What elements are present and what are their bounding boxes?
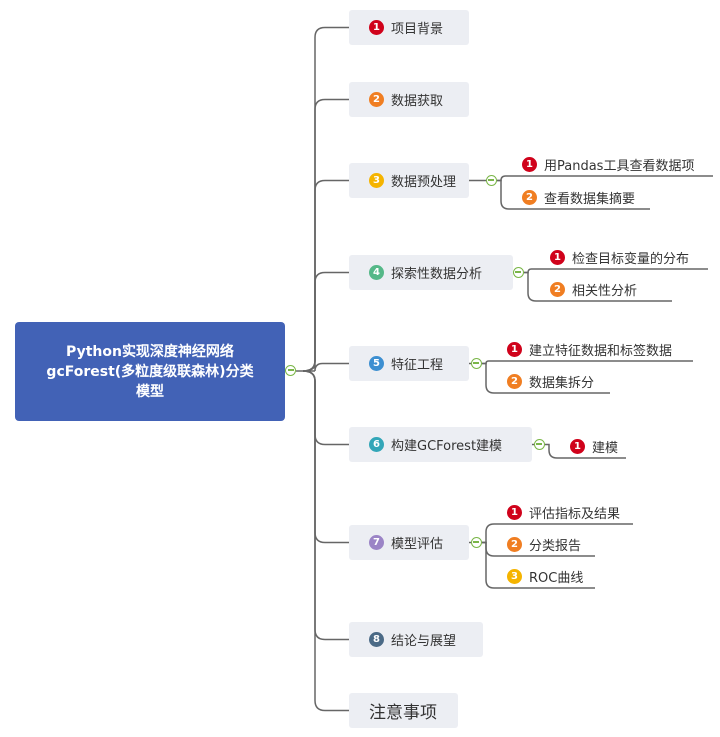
leaf-topic-label: 建立特征数据和标签数据 xyxy=(529,343,673,359)
branch-topic-label: 注意事项 xyxy=(369,703,437,723)
branch-topic-label: 结论与展望 xyxy=(391,634,457,649)
priority-7-icon: 7 xyxy=(369,535,384,550)
leaf-topic[interactable]: 2 数据集拆分 xyxy=(503,371,598,391)
leaf-topic-label: 检查目标变量的分布 xyxy=(572,251,690,267)
branch-connector xyxy=(302,362,349,372)
priority-2-icon: 2 xyxy=(369,92,384,107)
leaf-topic-label: 查看数据集摘要 xyxy=(544,191,636,207)
branch-connector xyxy=(302,271,349,372)
priority-1-icon: 1 xyxy=(507,504,522,520)
branch-topic-label: 特征工程 xyxy=(391,358,444,373)
leaf-topic[interactable]: 1 检查目标变量的分布 xyxy=(546,247,693,267)
leaf-connector xyxy=(545,443,626,459)
root-topic-line-2: gcForest(多粒度级联森林)分类 xyxy=(46,363,254,380)
branch-topic-6[interactable]: 6 构建GCForest建模 xyxy=(349,427,532,462)
priority-2-icon: 2 xyxy=(550,281,565,297)
leaf-topic-label: 建模 xyxy=(592,440,619,456)
collapse-toggle[interactable] xyxy=(533,439,545,450)
priority-2-icon: 2 xyxy=(522,189,537,205)
leaf-topic-label: 用Pandas工具查看数据项 xyxy=(544,158,695,174)
priority-3-icon: 3 xyxy=(507,568,522,584)
leaf-connector xyxy=(524,268,708,274)
leaf-connector xyxy=(482,360,693,365)
branch-topic-label: 模型评估 xyxy=(391,537,444,552)
branch-topic-2[interactable]: 2 数据获取 xyxy=(349,82,469,117)
branch-topic-label: 构建GCForest建模 xyxy=(391,439,503,454)
collapse-toggle[interactable] xyxy=(485,175,497,186)
root-topic-line-1: Python实现深度神经网络 xyxy=(66,343,234,360)
root-collapse-toggle[interactable] xyxy=(285,365,296,376)
priority-2-icon: 2 xyxy=(507,536,522,552)
collapse-toggle[interactable] xyxy=(470,537,482,548)
collapse-toggle[interactable] xyxy=(470,358,482,369)
root-topic-line-3: 模型 xyxy=(136,383,164,400)
priority-1-icon: 1 xyxy=(570,438,585,454)
leaf-topic-label: 评估指标及结果 xyxy=(529,506,621,522)
branch-connector xyxy=(302,98,349,372)
branch-connector xyxy=(302,370,349,446)
branch-topic-5[interactable]: 5 特征工程 xyxy=(349,346,469,381)
leaf-topic[interactable]: 3 ROC曲线 xyxy=(503,566,587,586)
branch-connector xyxy=(302,370,349,712)
branch-topic-3[interactable]: 3 数据预处理 xyxy=(349,163,469,198)
leaf-topic[interactable]: 1 建立特征数据和标签数据 xyxy=(503,339,676,359)
leaf-topic[interactable]: 2 相关性分析 xyxy=(546,279,641,299)
leaf-topic-label: ROC曲线 xyxy=(529,570,584,586)
leaf-topic-label: 相关性分析 xyxy=(572,283,638,299)
leaf-connector xyxy=(497,175,713,182)
collapse-toggle[interactable] xyxy=(512,267,524,278)
priority-2-icon: 2 xyxy=(507,373,522,389)
leaf-connector xyxy=(524,271,672,302)
branch-connector xyxy=(302,370,349,544)
root-topic[interactable]: Python实现深度神经网络 gcForest(多粒度级联森林)分类 模型 xyxy=(15,322,285,421)
leaf-topic[interactable]: 1 建模 xyxy=(566,436,622,456)
leaf-topic[interactable]: 1 用Pandas工具查看数据项 xyxy=(518,154,698,174)
priority-1-icon: 1 xyxy=(507,341,522,357)
priority-5-icon: 5 xyxy=(369,356,384,371)
branch-connector xyxy=(302,370,349,641)
leaf-connector xyxy=(482,523,633,544)
leaf-topic[interactable]: 2 分类报告 xyxy=(503,534,585,554)
branch-topic-4[interactable]: 4 探索性数据分析 xyxy=(349,255,513,290)
leaf-topic-label: 数据集拆分 xyxy=(529,375,595,391)
branch-connector xyxy=(302,179,349,372)
priority-6-icon: 6 xyxy=(369,437,384,452)
branch-topic-label: 项目背景 xyxy=(391,22,444,37)
leaf-connector xyxy=(497,179,650,210)
branch-topic-1[interactable]: 1 项目背景 xyxy=(349,10,469,45)
leaf-topic[interactable]: 2 查看数据集摘要 xyxy=(518,187,639,207)
leaf-connector xyxy=(482,541,595,589)
branch-topic-9[interactable]: 注意事项 xyxy=(349,693,458,728)
leaf-topic[interactable]: 1 评估指标及结果 xyxy=(503,502,624,522)
branch-topic-label: 数据获取 xyxy=(391,94,444,109)
branch-topic-label: 数据预处理 xyxy=(391,175,457,190)
branch-topic-label: 探索性数据分析 xyxy=(391,267,483,282)
priority-3-icon: 3 xyxy=(369,173,384,188)
priority-1-icon: 1 xyxy=(522,156,537,172)
leaf-connector xyxy=(482,362,610,394)
priority-1-icon: 1 xyxy=(369,20,384,35)
priority-4-icon: 4 xyxy=(369,265,384,280)
priority-1-icon: 1 xyxy=(550,249,565,265)
branch-topic-8[interactable]: 8 结论与展望 xyxy=(349,622,483,657)
leaf-topic-label: 分类报告 xyxy=(529,538,582,554)
branch-connector xyxy=(302,26,349,372)
branch-topic-7[interactable]: 7 模型评估 xyxy=(349,525,469,560)
priority-8-icon: 8 xyxy=(369,632,384,647)
